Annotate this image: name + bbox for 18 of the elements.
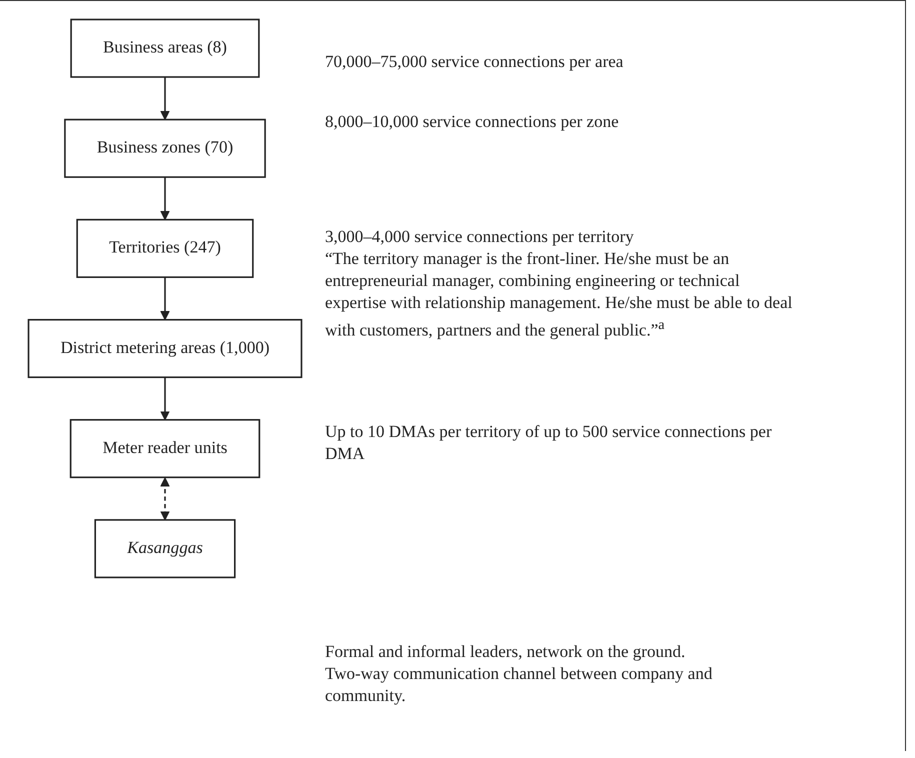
node-box: Meter reader units <box>70 419 260 478</box>
arrow <box>160 77 170 120</box>
note-text: Up to 10 DMAs per territory of up to 500 service connections per DMA <box>325 421 773 465</box>
note-text: Formal and informal leaders, network on the ground. <box>325 641 686 663</box>
note-text: 8,000–10,000 service connections per zone <box>325 111 620 133</box>
node-box: District metering areas (1,000) <box>28 318 302 378</box>
note-text: Two-way communication channel between company and community. <box>325 663 714 707</box>
node-box: Business areas (8) <box>70 18 260 78</box>
arrow <box>160 377 170 420</box>
arrow <box>160 477 170 520</box>
node-box: Business zones (70) <box>64 118 266 178</box>
node-box: Kasanggas <box>94 519 236 578</box>
note-text: 3,000–4,000 service connections per territory <box>325 226 635 248</box>
note-text: “The territory manager is the front-liner. He/she must be an entrepreneurial manager, combining engineering or technical expertise with relationship management. He/she must be able to deal with customers, partners and the general public.”$^{a}$ <box>325 248 794 342</box>
arrow <box>160 277 170 320</box>
note-text: 70,000–75,000 service connections per area <box>325 51 624 73</box>
arrow <box>160 177 170 220</box>
node-box: Territories (247) <box>76 218 254 278</box>
